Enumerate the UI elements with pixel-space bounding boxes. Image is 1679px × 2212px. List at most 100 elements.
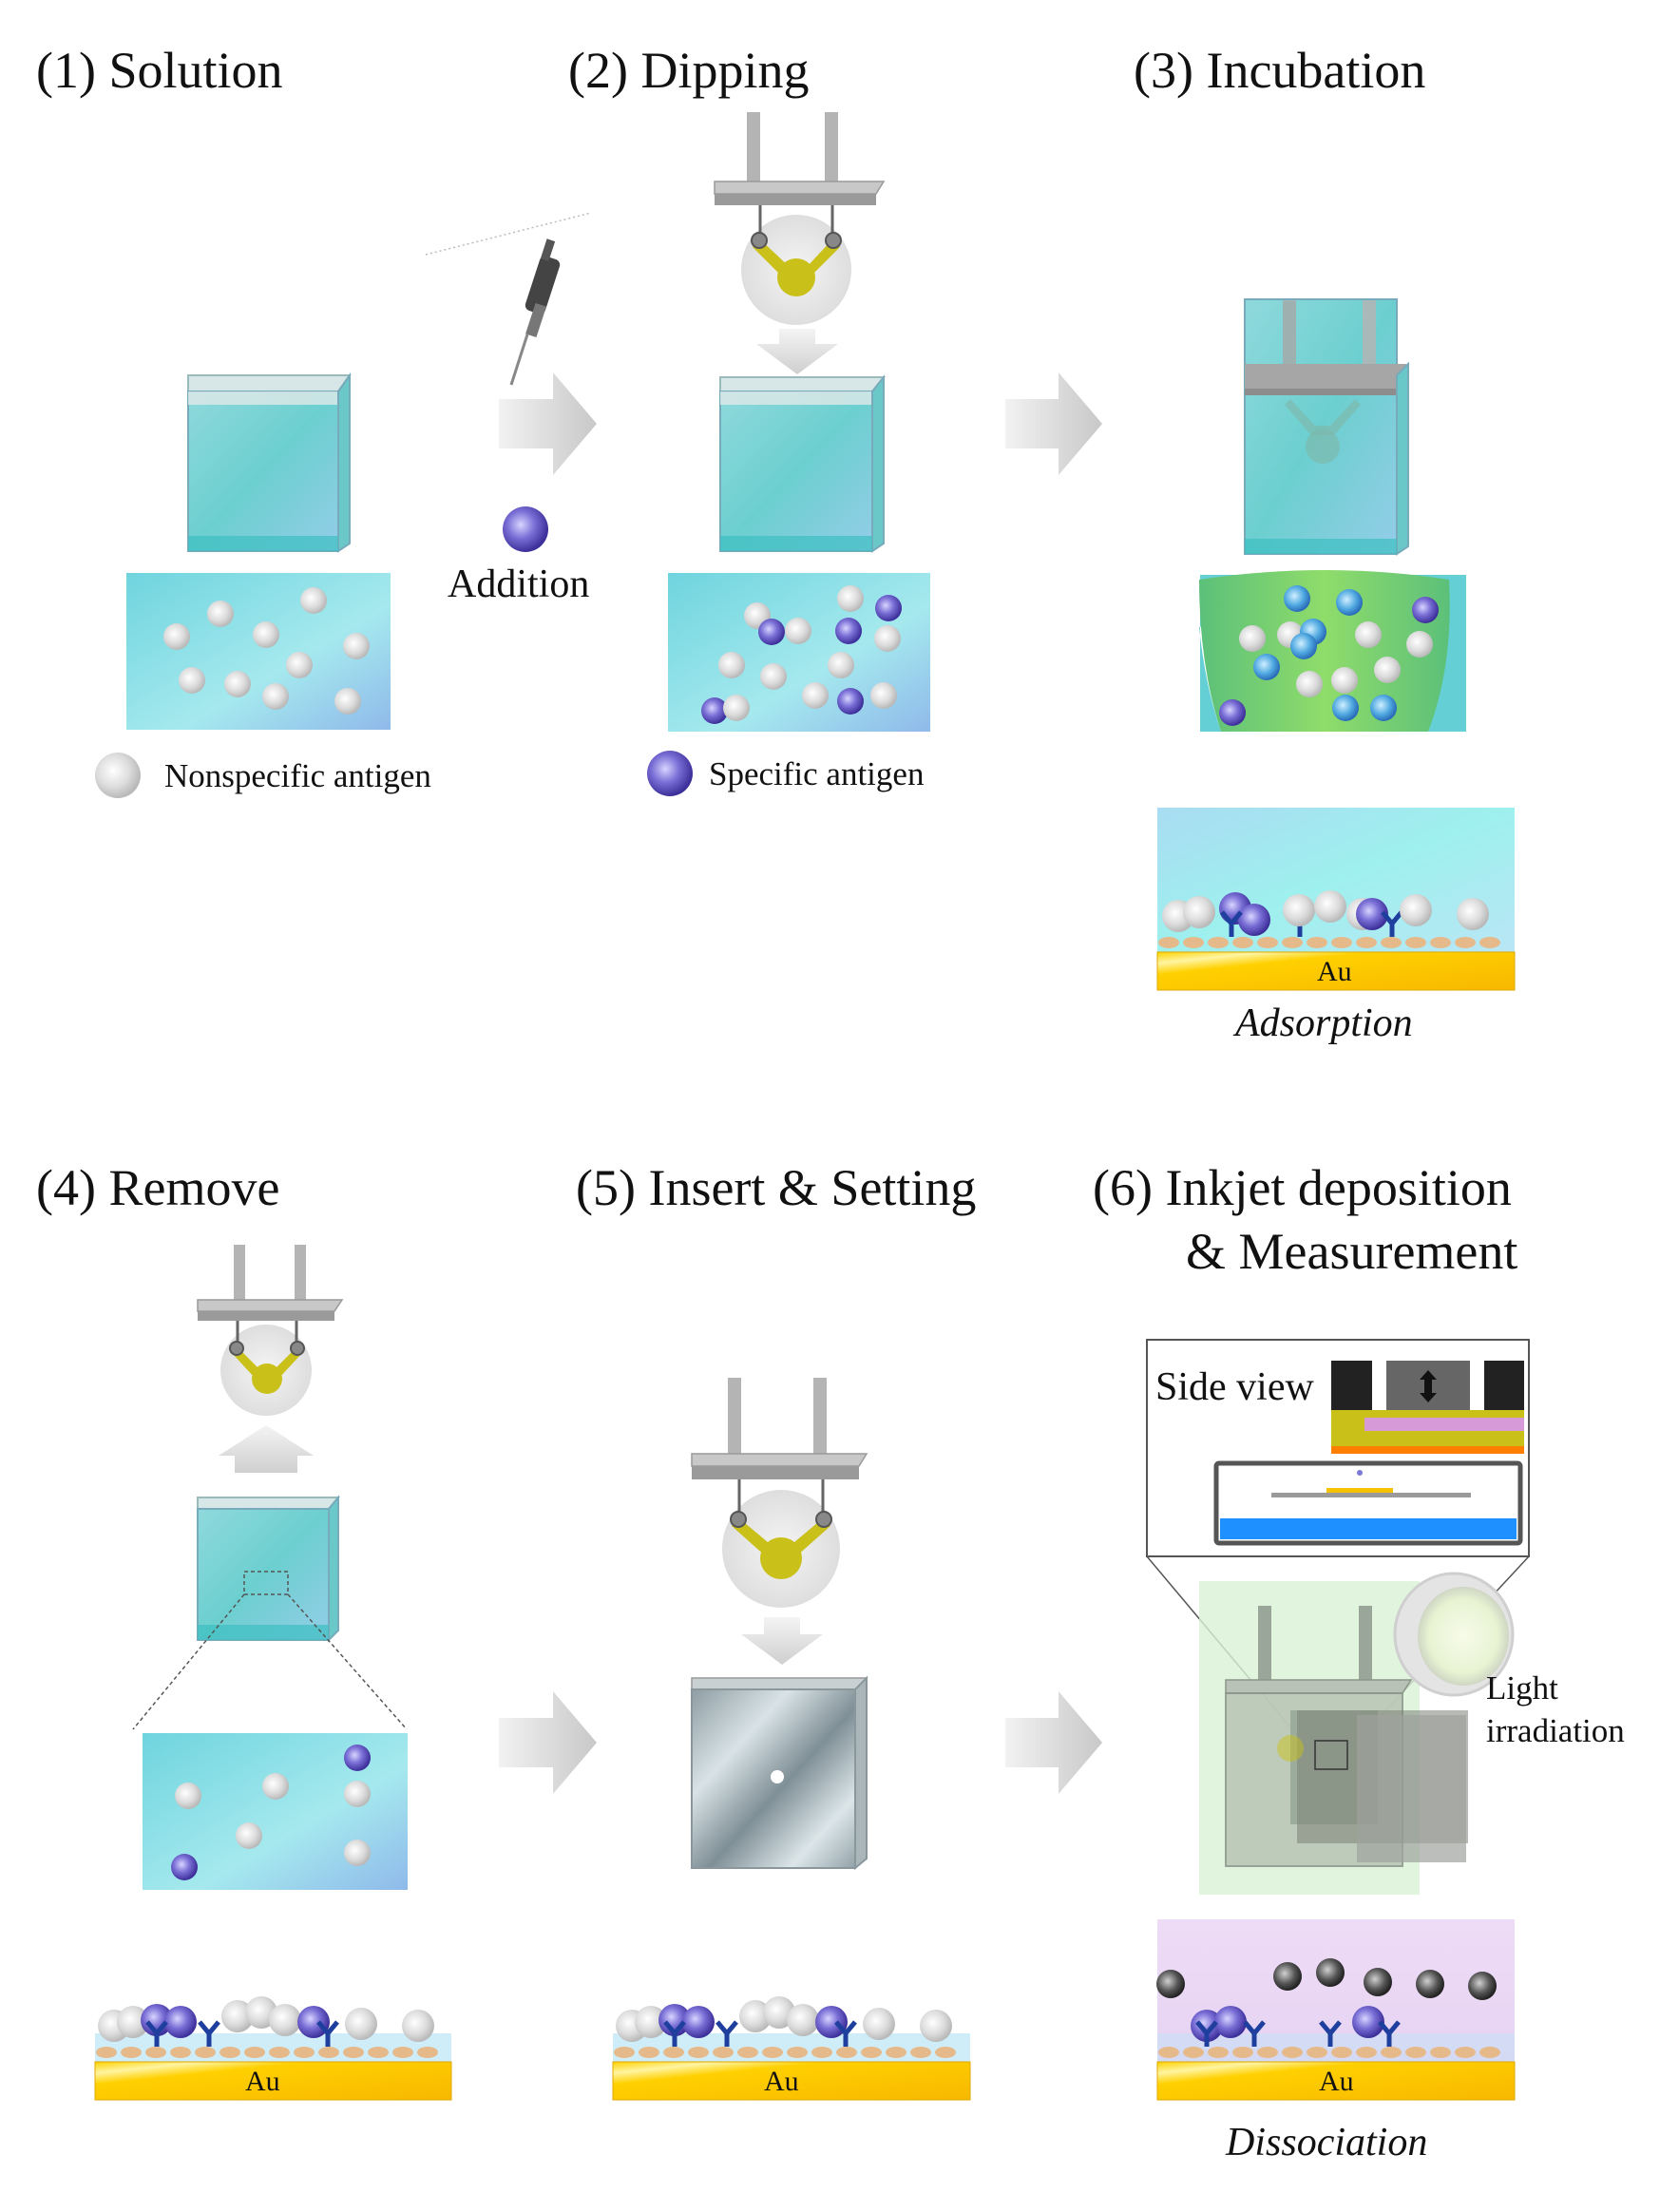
legend-specific: Specific antigen <box>647 751 924 796</box>
solution-micro-view <box>126 573 391 730</box>
dissociated-antigen <box>1156 1970 1185 1998</box>
arrow-step5-to-step6 <box>1005 1691 1102 1794</box>
nonspecific-antigen <box>787 2004 819 2036</box>
sam-molecule <box>737 2047 758 2058</box>
nonspecific-antigen <box>207 601 234 627</box>
sam-molecule <box>318 2047 339 2058</box>
nonspecific-antigen <box>343 633 370 659</box>
specific-antigen <box>875 595 902 621</box>
antibody-icon <box>1378 2020 1401 2047</box>
sam-molecule <box>1282 937 1303 948</box>
sam-molecule <box>1479 937 1500 948</box>
sample-holder-step4 <box>197 1245 344 1416</box>
specific-antigen <box>344 1745 371 1771</box>
remove-surface: Au <box>94 1995 452 2101</box>
dissociated-antigen <box>1416 1970 1444 1998</box>
sam-molecule <box>886 2047 906 2058</box>
antibody-icon <box>663 2020 686 2047</box>
nonspecific-antigen <box>1314 890 1346 923</box>
bound-antigen <box>1290 633 1317 659</box>
pipette-icon <box>425 212 592 386</box>
specific-antigen <box>1214 2006 1247 2038</box>
specific-antigen <box>837 688 864 715</box>
sam-molecule <box>1183 2047 1204 2058</box>
antibody-icon <box>1220 910 1243 937</box>
sam-molecule <box>1208 937 1229 948</box>
sam-molecule <box>1232 2047 1253 2058</box>
specific-antigen <box>1412 597 1439 623</box>
sam-molecule <box>294 2047 315 2058</box>
nonspecific-antigen <box>837 585 864 612</box>
nonspecific-antigen <box>718 652 745 678</box>
step-2-title: (2) Dipping <box>568 42 809 99</box>
antibody-icon <box>1243 2020 1266 2047</box>
sam-molecule <box>343 2047 364 2058</box>
antibody-icon <box>1195 2020 1218 2047</box>
sam-molecule <box>1257 937 1278 948</box>
specific-antigen <box>682 2006 715 2038</box>
step-6-title-line1: (6) Inkjet deposition <box>1093 1159 1512 1216</box>
sam-molecule <box>762 2047 783 2058</box>
sam-molecule <box>1232 937 1253 948</box>
specific-antigen-icon <box>503 506 548 552</box>
sam-molecule <box>392 2047 413 2058</box>
sam-molecule <box>269 2047 290 2058</box>
dipping-container <box>719 374 887 553</box>
sam-molecule <box>1158 2047 1179 2058</box>
antibody-icon <box>145 2020 168 2047</box>
sam-molecule <box>1405 2047 1426 2058</box>
light-source-icon <box>1393 1572 1515 1697</box>
specific-antigen <box>1238 904 1270 936</box>
sam-molecule <box>1479 2047 1500 2058</box>
bound-antigen <box>1332 695 1359 721</box>
nonspecific-antigen <box>863 2008 895 2040</box>
nonspecific-antigen <box>870 682 897 709</box>
nonspecific-antigen <box>344 1840 371 1866</box>
insert-surface: Au <box>612 1996 971 2101</box>
bound-antigen <box>1370 695 1397 721</box>
inkjet-apparatus <box>1199 1581 1468 1895</box>
nonspecific-antigen <box>236 1822 262 1849</box>
sam-molecule <box>1356 937 1377 948</box>
arrow-step4-to-step5 <box>499 1691 597 1794</box>
sam-molecule <box>219 2047 240 2058</box>
sam-molecule <box>861 2047 882 2058</box>
sam-molecule <box>1430 937 1451 948</box>
sample-holder-step5 <box>691 1378 868 1608</box>
step-6-title-line2: & Measurement <box>1186 1223 1517 1280</box>
nonspecific-antigen <box>1183 896 1215 928</box>
sam-molecule <box>639 2047 659 2058</box>
arrow-step2-to-step3 <box>1005 372 1102 475</box>
sam-molecule <box>1381 2047 1402 2058</box>
specific-antigen <box>164 2006 197 2038</box>
nonspecific-antigen <box>345 2008 377 2040</box>
nonspecific-antigen <box>874 625 901 652</box>
specific-antigen <box>1356 898 1388 930</box>
nonspecific-antigen <box>262 1773 289 1800</box>
legend-nonspecific-label: Nonspecific antigen <box>164 757 431 794</box>
nonspecific-antigen <box>920 2010 952 2042</box>
antibody-icon <box>198 2020 220 2047</box>
nonspecific-antigen <box>635 2006 667 2038</box>
adsorption-label: Adsorption <box>1232 1001 1413 1045</box>
sam-molecule <box>1455 937 1476 948</box>
nonspecific-antigen <box>1457 898 1489 930</box>
specific-antigen <box>1219 699 1246 726</box>
nonspecific-antigen <box>802 682 829 709</box>
dissociated-antigen <box>1316 1958 1345 1987</box>
light-label-line2: irradiation <box>1486 1712 1625 1749</box>
nonspecific-antigen <box>828 652 854 678</box>
specific-antigen <box>1191 2010 1223 2042</box>
nonspecific-antigen <box>224 671 251 697</box>
specific-antigen <box>1352 2006 1384 2038</box>
sam-molecule <box>121 2047 142 2058</box>
sam-molecule <box>787 2047 808 2058</box>
antibody-icon <box>834 2020 857 2047</box>
side-view-label: Side view <box>1155 1365 1314 1409</box>
antibody-icon <box>1381 910 1403 937</box>
step-1-title: (1) Solution <box>36 42 283 99</box>
arrow-down-step2 <box>756 329 838 374</box>
nonspecific-antigen <box>269 2004 301 2036</box>
specific-antigen <box>141 2004 173 2036</box>
